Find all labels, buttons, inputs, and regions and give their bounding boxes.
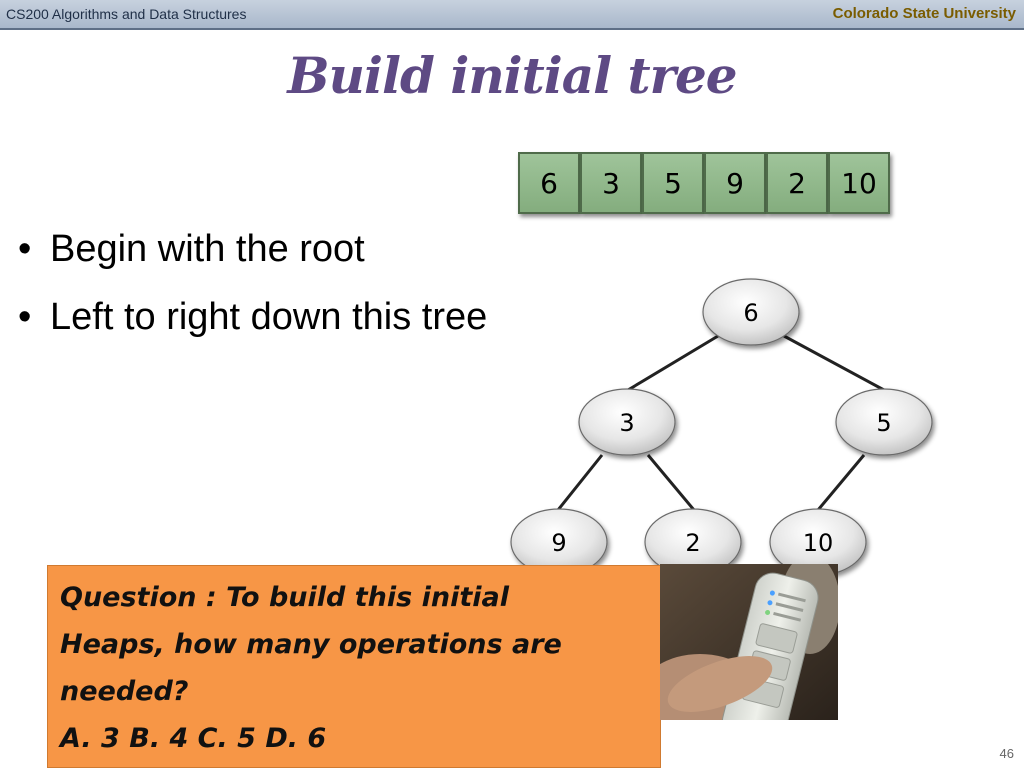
array-cell: 10 <box>828 152 890 214</box>
array-cell: 9 <box>704 152 766 214</box>
array-cell: 6 <box>518 152 580 214</box>
tree-node-right <box>835 388 933 456</box>
bullet-item: • Begin with the root <box>18 222 487 290</box>
header-bar: CS200 Algorithms and Data Structures Col… <box>0 0 1024 30</box>
edge-3-2 <box>646 454 696 511</box>
node-label: 5 <box>876 409 891 437</box>
bullet-text: Left to right down this tree <box>50 296 488 338</box>
page-number: 46 <box>999 746 1014 761</box>
question-text: Question : To build this initial Heaps, … <box>60 582 562 754</box>
tree-edges <box>556 334 885 511</box>
tree-node-root <box>702 278 800 346</box>
bullet-dot: • <box>18 228 32 270</box>
tree-node-left <box>578 388 676 456</box>
edge-6-3 <box>627 334 719 392</box>
bullet-list: • Begin with the root • Left to right down… <box>18 222 487 358</box>
slide-title: Build initial tree <box>287 46 737 105</box>
edge-5-10 <box>816 454 866 511</box>
question-box: Question : To build this initial Heaps, … <box>47 565 661 768</box>
edge-3-9 <box>556 454 604 511</box>
array-strip: 6 3 5 9 2 10 <box>518 152 890 214</box>
clicker-remote-photo <box>660 564 838 720</box>
node-label: 6 <box>743 299 758 327</box>
bullet-dot: • <box>18 296 32 338</box>
node-label: 2 <box>685 529 700 557</box>
clicker-remote-icon <box>660 564 838 720</box>
bullet-item: • Left to right down this tree <box>18 290 487 358</box>
node-label: 9 <box>551 529 566 557</box>
node-label: 10 <box>803 529 834 557</box>
edge-6-5 <box>783 334 885 392</box>
course-title: CS200 Algorithms and Data Structures <box>6 6 247 22</box>
bullet-text: Begin with the root <box>50 228 365 270</box>
node-label: 3 <box>619 409 634 437</box>
array-cell: 5 <box>642 152 704 214</box>
array-cell: 3 <box>580 152 642 214</box>
array-cell: 2 <box>766 152 828 214</box>
university-name: Colorado State University <box>832 5 1016 22</box>
